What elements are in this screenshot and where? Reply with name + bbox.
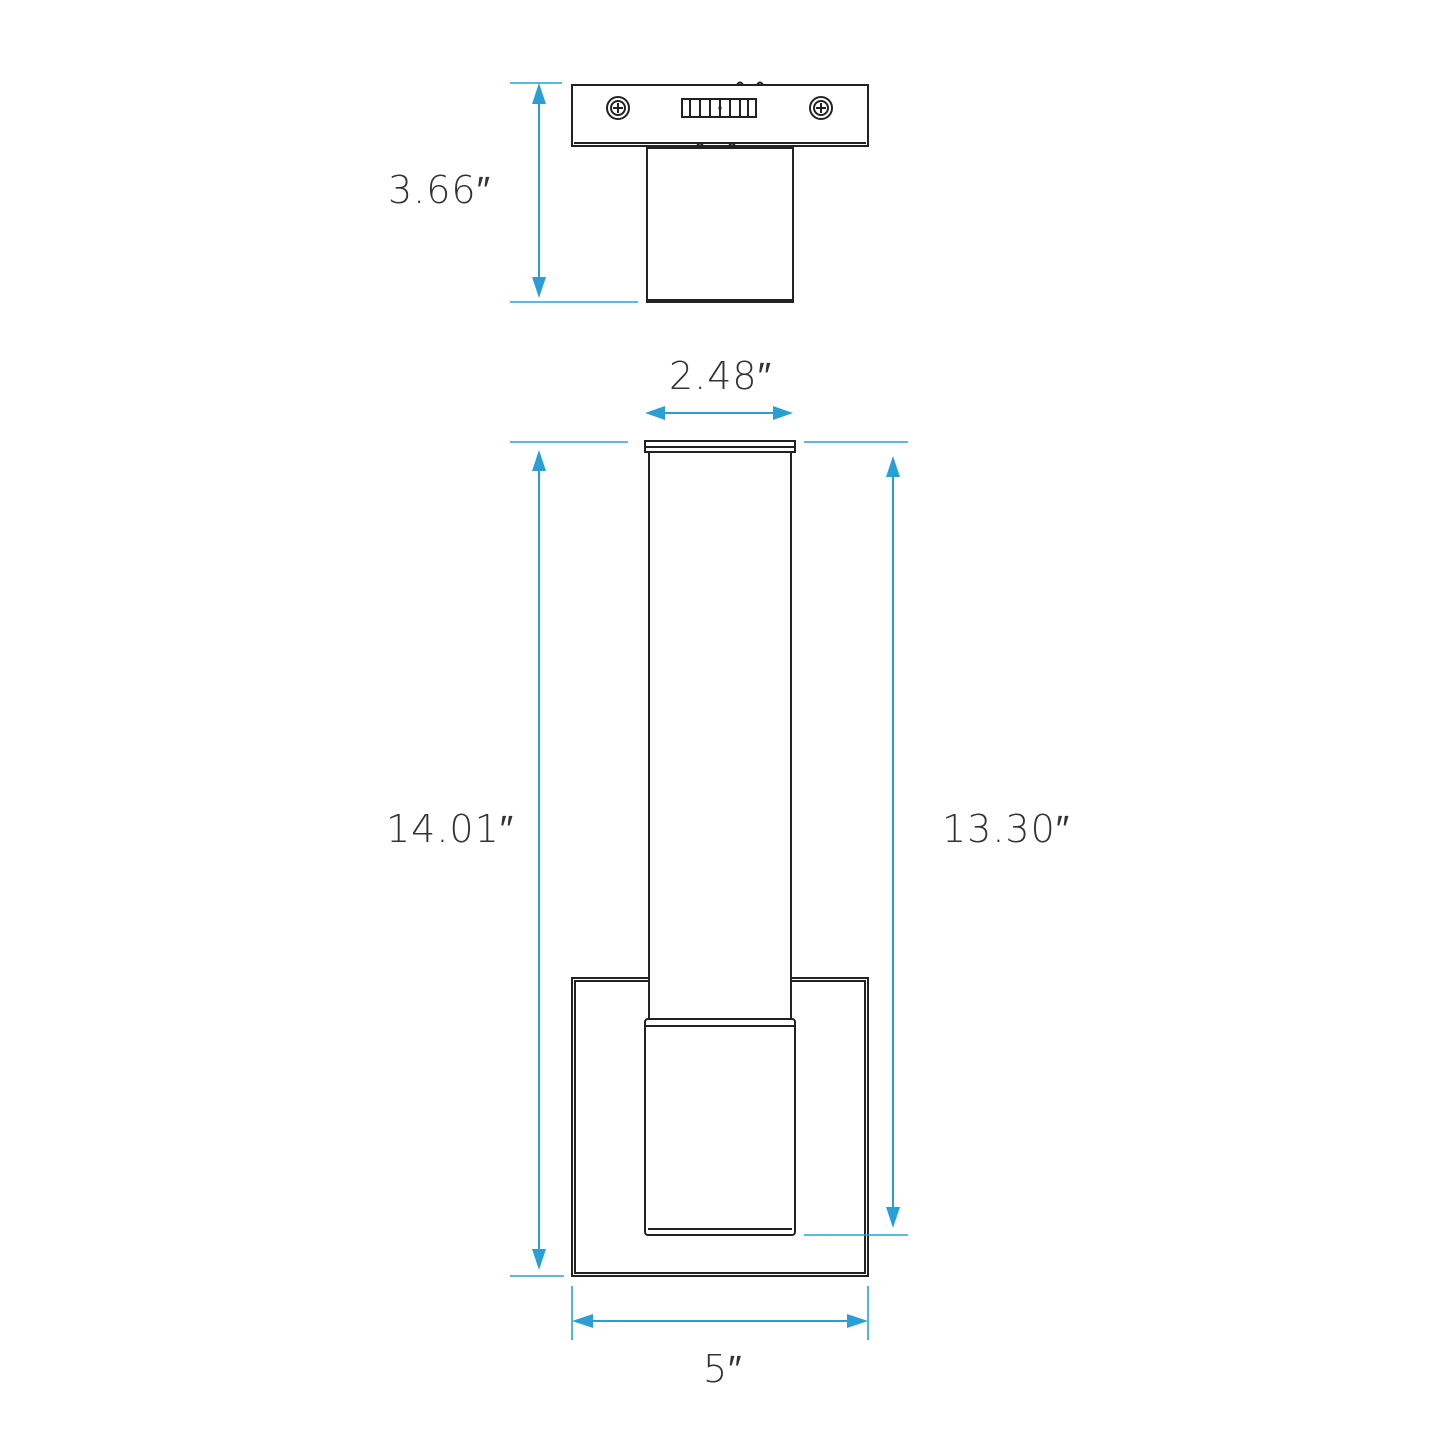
backplate-width-label: 5″ xyxy=(703,1347,743,1391)
overall-height-label: 14.01″ xyxy=(386,807,514,851)
top-view xyxy=(571,81,869,303)
screw-icon xyxy=(606,96,630,120)
top-tube-body xyxy=(646,147,794,303)
terminal-block-icon xyxy=(681,98,757,118)
glass-tube xyxy=(648,451,792,1025)
depth-label: 3.66″ xyxy=(388,168,491,212)
tube-height-dimension: 13.30″ xyxy=(804,441,1070,1236)
lower-housing xyxy=(644,1018,796,1236)
overall-height-dimension: 14.01″ xyxy=(386,441,628,1277)
depth-dimension: 3.66″ xyxy=(388,82,638,303)
tube-width-dimension: 2.48″ xyxy=(645,354,793,420)
tube-height-label: 13.30″ xyxy=(942,807,1070,851)
tube-width-label: 2.48″ xyxy=(669,354,772,398)
front-view xyxy=(571,440,869,1277)
backplate-width-dimension: 5″ xyxy=(571,1286,869,1391)
screw-icon xyxy=(809,96,833,120)
